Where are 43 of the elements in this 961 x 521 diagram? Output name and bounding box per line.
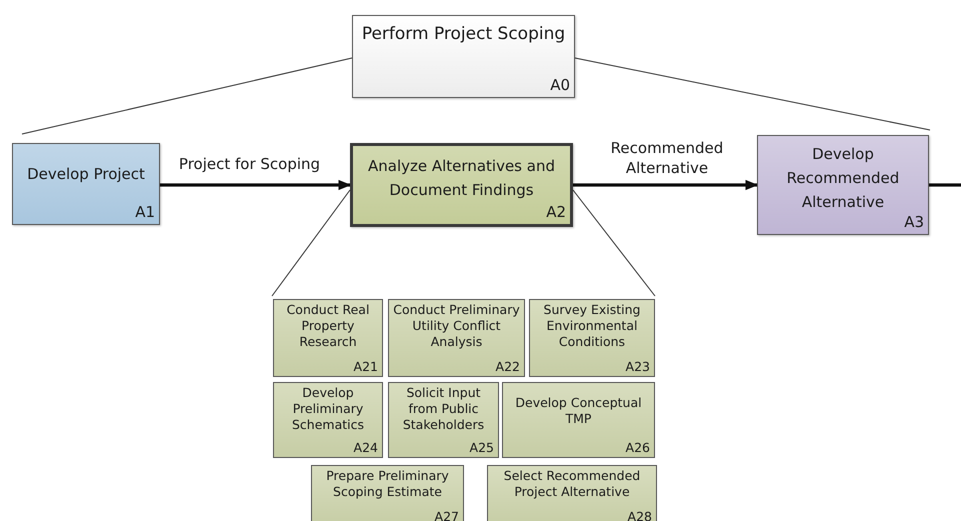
connector-line	[22, 58, 352, 134]
process-box	[273, 299, 383, 377]
arrow	[160, 180, 352, 190]
process-title: Develop Conceptual TMP	[514, 395, 643, 427]
process-box	[757, 135, 929, 235]
activity-code: A21	[354, 359, 378, 375]
activity-code: A24	[354, 440, 378, 456]
connector-line	[272, 190, 350, 296]
process-title: Survey Existing Environmental Conditions	[542, 302, 642, 350]
process-title: Conduct Preliminary Utility Conflict Analysis	[392, 302, 521, 350]
activity-code: A2	[546, 202, 566, 223]
process-box	[12, 143, 160, 225]
process-box	[350, 143, 573, 227]
process-title: Analyze Alternatives and Document Findings	[367, 156, 556, 201]
process-box	[388, 382, 499, 458]
activity-code: A25	[470, 440, 494, 456]
process-title: Develop Preliminary Schematics	[290, 385, 365, 433]
activity-code: A3	[904, 212, 924, 233]
connector-line	[574, 58, 930, 130]
arrow	[573, 180, 758, 190]
process-box	[273, 382, 383, 458]
process-title: Perform Project Scoping	[362, 23, 566, 46]
activity-code: A0	[550, 75, 570, 96]
process-box	[502, 382, 655, 458]
connector-line	[572, 190, 656, 296]
process-box	[311, 465, 464, 521]
process-title: Solicit Input from Public Stakeholders	[402, 385, 486, 433]
activity-code: A28	[628, 509, 652, 521]
process-box	[352, 15, 575, 98]
process-title: Select Recommended Project Alternative	[502, 468, 642, 500]
process-box	[388, 299, 525, 377]
process-box	[487, 465, 657, 521]
process-box	[529, 299, 655, 377]
activity-code: A22	[496, 359, 520, 375]
connector-line	[929, 183, 961, 187]
activity-code: A26	[626, 440, 650, 456]
process-title: Develop Project	[27, 164, 145, 185]
process-title: Conduct Real Property Research	[286, 302, 370, 350]
activity-code: A23	[626, 359, 650, 375]
activity-code: A27	[434, 509, 459, 521]
process-title: Develop Recommended Alternative	[786, 144, 900, 213]
process-title: Prepare Preliminary Scoping Estimate	[325, 468, 450, 500]
activity-code: A1	[135, 202, 155, 223]
